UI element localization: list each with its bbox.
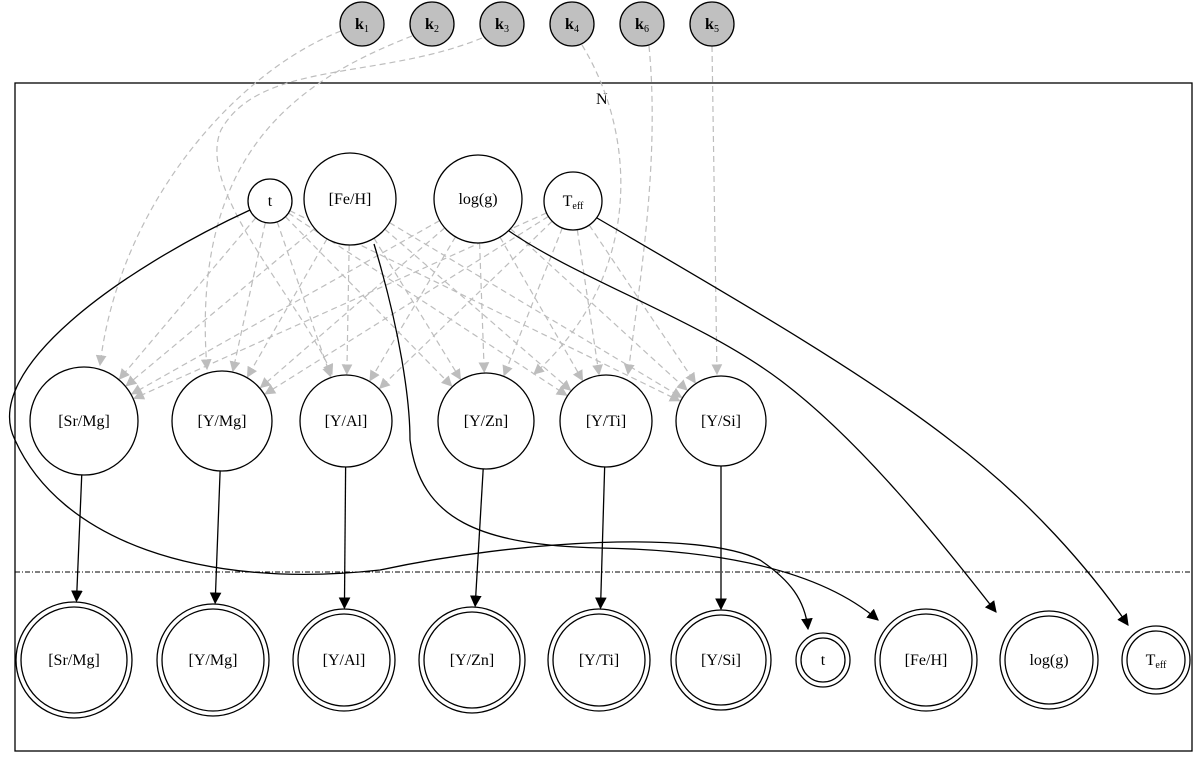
- observed-node-label: [Fe/H]: [905, 652, 948, 669]
- edge-t-to-srmg: [118, 217, 257, 380]
- latent-node-yal: [Y/Al]: [299, 374, 393, 468]
- edge-logg-to-yzn: [478, 242, 490, 374]
- observed-node-label: [Y/Mg]: [189, 652, 238, 669]
- hyper-node-k4: k4: [549, 1, 595, 47]
- hyper-node-label: k4: [565, 16, 579, 35]
- observed-node-label: [Y/Zn]: [450, 652, 494, 669]
- edge-ymg-to-o_ymg: [209, 470, 222, 605]
- edge-teff-to-yti: [576, 229, 603, 376]
- observed-node-o_teff: Teff: [1121, 625, 1191, 695]
- edge-feh-to-ymg: [246, 238, 328, 378]
- edge-feh-to-o_feh: [373, 243, 879, 621]
- observed-node-o_t: t: [795, 632, 851, 688]
- param-node-feh: [Fe/H]: [303, 152, 397, 246]
- edge-t-to-yal: [276, 221, 333, 378]
- observed-node-o_ysi: [Y/Si]: [670, 609, 772, 711]
- edges-layer: [8, 30, 1129, 631]
- latent-node-ysi: [Y/Si]: [675, 375, 767, 467]
- edge-k2-to-ymg: [200, 35, 413, 371]
- observed-node-o_yal: [Y/Al]: [292, 608, 396, 712]
- hyper-node-k2: k2: [409, 1, 455, 47]
- edge-t-to-o_t: [8, 209, 813, 631]
- latent-node-label: [Y/Si]: [701, 413, 741, 430]
- edge-yti-to-o_yti: [594, 466, 607, 610]
- plate-label: N: [596, 91, 608, 108]
- observed-node-label: [Y/Ti]: [579, 652, 619, 669]
- edge-feh-to-yal: [341, 244, 353, 376]
- edge-feh-to-yzn: [373, 237, 461, 381]
- param-node-label: t: [268, 193, 273, 210]
- latent-node-label: [Y/Ti]: [586, 413, 626, 430]
- hyper-node-k1: k1: [339, 1, 385, 47]
- edge-t-to-ymg: [229, 222, 266, 373]
- edge-teff-to-yzn: [502, 227, 563, 377]
- observed-node-label: log(g): [1029, 652, 1068, 669]
- edge-teff-to-ymg: [264, 215, 549, 395]
- hyper-node-label: k3: [495, 16, 509, 35]
- observed-plate: [14, 571, 1193, 752]
- edge-feh-to-yti: [384, 228, 572, 391]
- hyper-node-label: k5: [705, 16, 719, 35]
- hyper-node-k3: k3: [479, 1, 525, 47]
- param-node-logg: log(g): [433, 154, 523, 244]
- edge-logg-to-yal: [369, 236, 457, 382]
- latent-node-label: [Y/Al]: [325, 413, 368, 430]
- observed-node-o_ymg: [Y/Mg]: [156, 603, 270, 717]
- observed-node-label: Teff: [1146, 652, 1167, 671]
- edge-feh-to-ysi: [389, 222, 683, 398]
- latent-node-label: [Y/Mg]: [198, 413, 247, 430]
- edge-teff-to-yal: [378, 220, 553, 390]
- observed-node-o_logg: log(g): [999, 610, 1099, 710]
- latent-node-yti: [Y/Ti]: [559, 374, 653, 468]
- observed-node-label: [Sr/Mg]: [48, 652, 100, 669]
- param-node-label: [Fe/H]: [329, 191, 372, 208]
- edge-teff-to-o_teff: [596, 217, 1129, 626]
- hyper-node-label: k6: [635, 16, 649, 35]
- param-node-t: t: [247, 178, 293, 224]
- edge-logg-to-ysi: [510, 228, 688, 391]
- latent-node-yzn: [Y/Zn]: [437, 372, 535, 470]
- edge-t-to-yzn: [284, 216, 453, 387]
- edge-teff-to-ysi: [588, 224, 696, 384]
- edge-t-to-yti: [288, 212, 568, 396]
- observed-node-o_yzn: [Y/Zn]: [418, 606, 526, 714]
- observed-node-label: t: [821, 652, 826, 669]
- edge-yzn-to-o_yzn: [469, 468, 484, 608]
- observed-node-o_srmg: [Sr/Mg]: [15, 601, 133, 719]
- edge-logg-to-srmg: [130, 220, 440, 395]
- edge-srmg-to-o_srmg: [71, 474, 83, 603]
- edge-k1-to-srmg: [95, 30, 342, 367]
- edge-logg-to-yti: [499, 236, 584, 382]
- edge-k6-to-yti: [623, 45, 653, 376]
- edge-feh-to-srmg: [125, 228, 316, 387]
- nodes-layer: k1 k2 k3 k4 k6 k5 t [Fe/H] log(g) Teff [Sr/Mg] [Y/M…: [15, 1, 1191, 719]
- latent-node-ymg: [Y/Mg]: [171, 370, 273, 472]
- observed-node-label: [Y/Si]: [701, 652, 741, 669]
- param-node-teff: Teff: [543, 171, 603, 231]
- latent-node-srmg: [Sr/Mg]: [29, 366, 139, 476]
- latent-node-label: [Sr/Mg]: [58, 413, 110, 430]
- edge-k3-to-yal: [216, 37, 483, 375]
- param-node-label: Teff: [563, 193, 584, 212]
- edge-yal-to-o_yal: [338, 466, 351, 610]
- hyper-node-label: k2: [425, 16, 439, 35]
- latent-node-label: [Y/Zn]: [464, 413, 508, 430]
- hyper-node-k5: k5: [689, 1, 735, 47]
- param-node-label: log(g): [458, 191, 497, 208]
- hyper-node-k6: k6: [619, 1, 665, 47]
- edge-k5-to-ysi: [711, 45, 723, 376]
- hyper-node-label: k1: [355, 16, 369, 35]
- observed-node-label: [Y/Al]: [323, 652, 366, 669]
- edge-logg-to-ymg: [259, 227, 446, 389]
- edge-teff-to-srmg: [133, 212, 547, 400]
- edge-k4-to-yzn: [533, 44, 622, 375]
- edge-logg-to-o_logg: [508, 230, 997, 613]
- observed-node-o_yti: [Y/Ti]: [547, 608, 651, 712]
- observed-node-o_feh: [Fe/H]: [874, 608, 978, 712]
